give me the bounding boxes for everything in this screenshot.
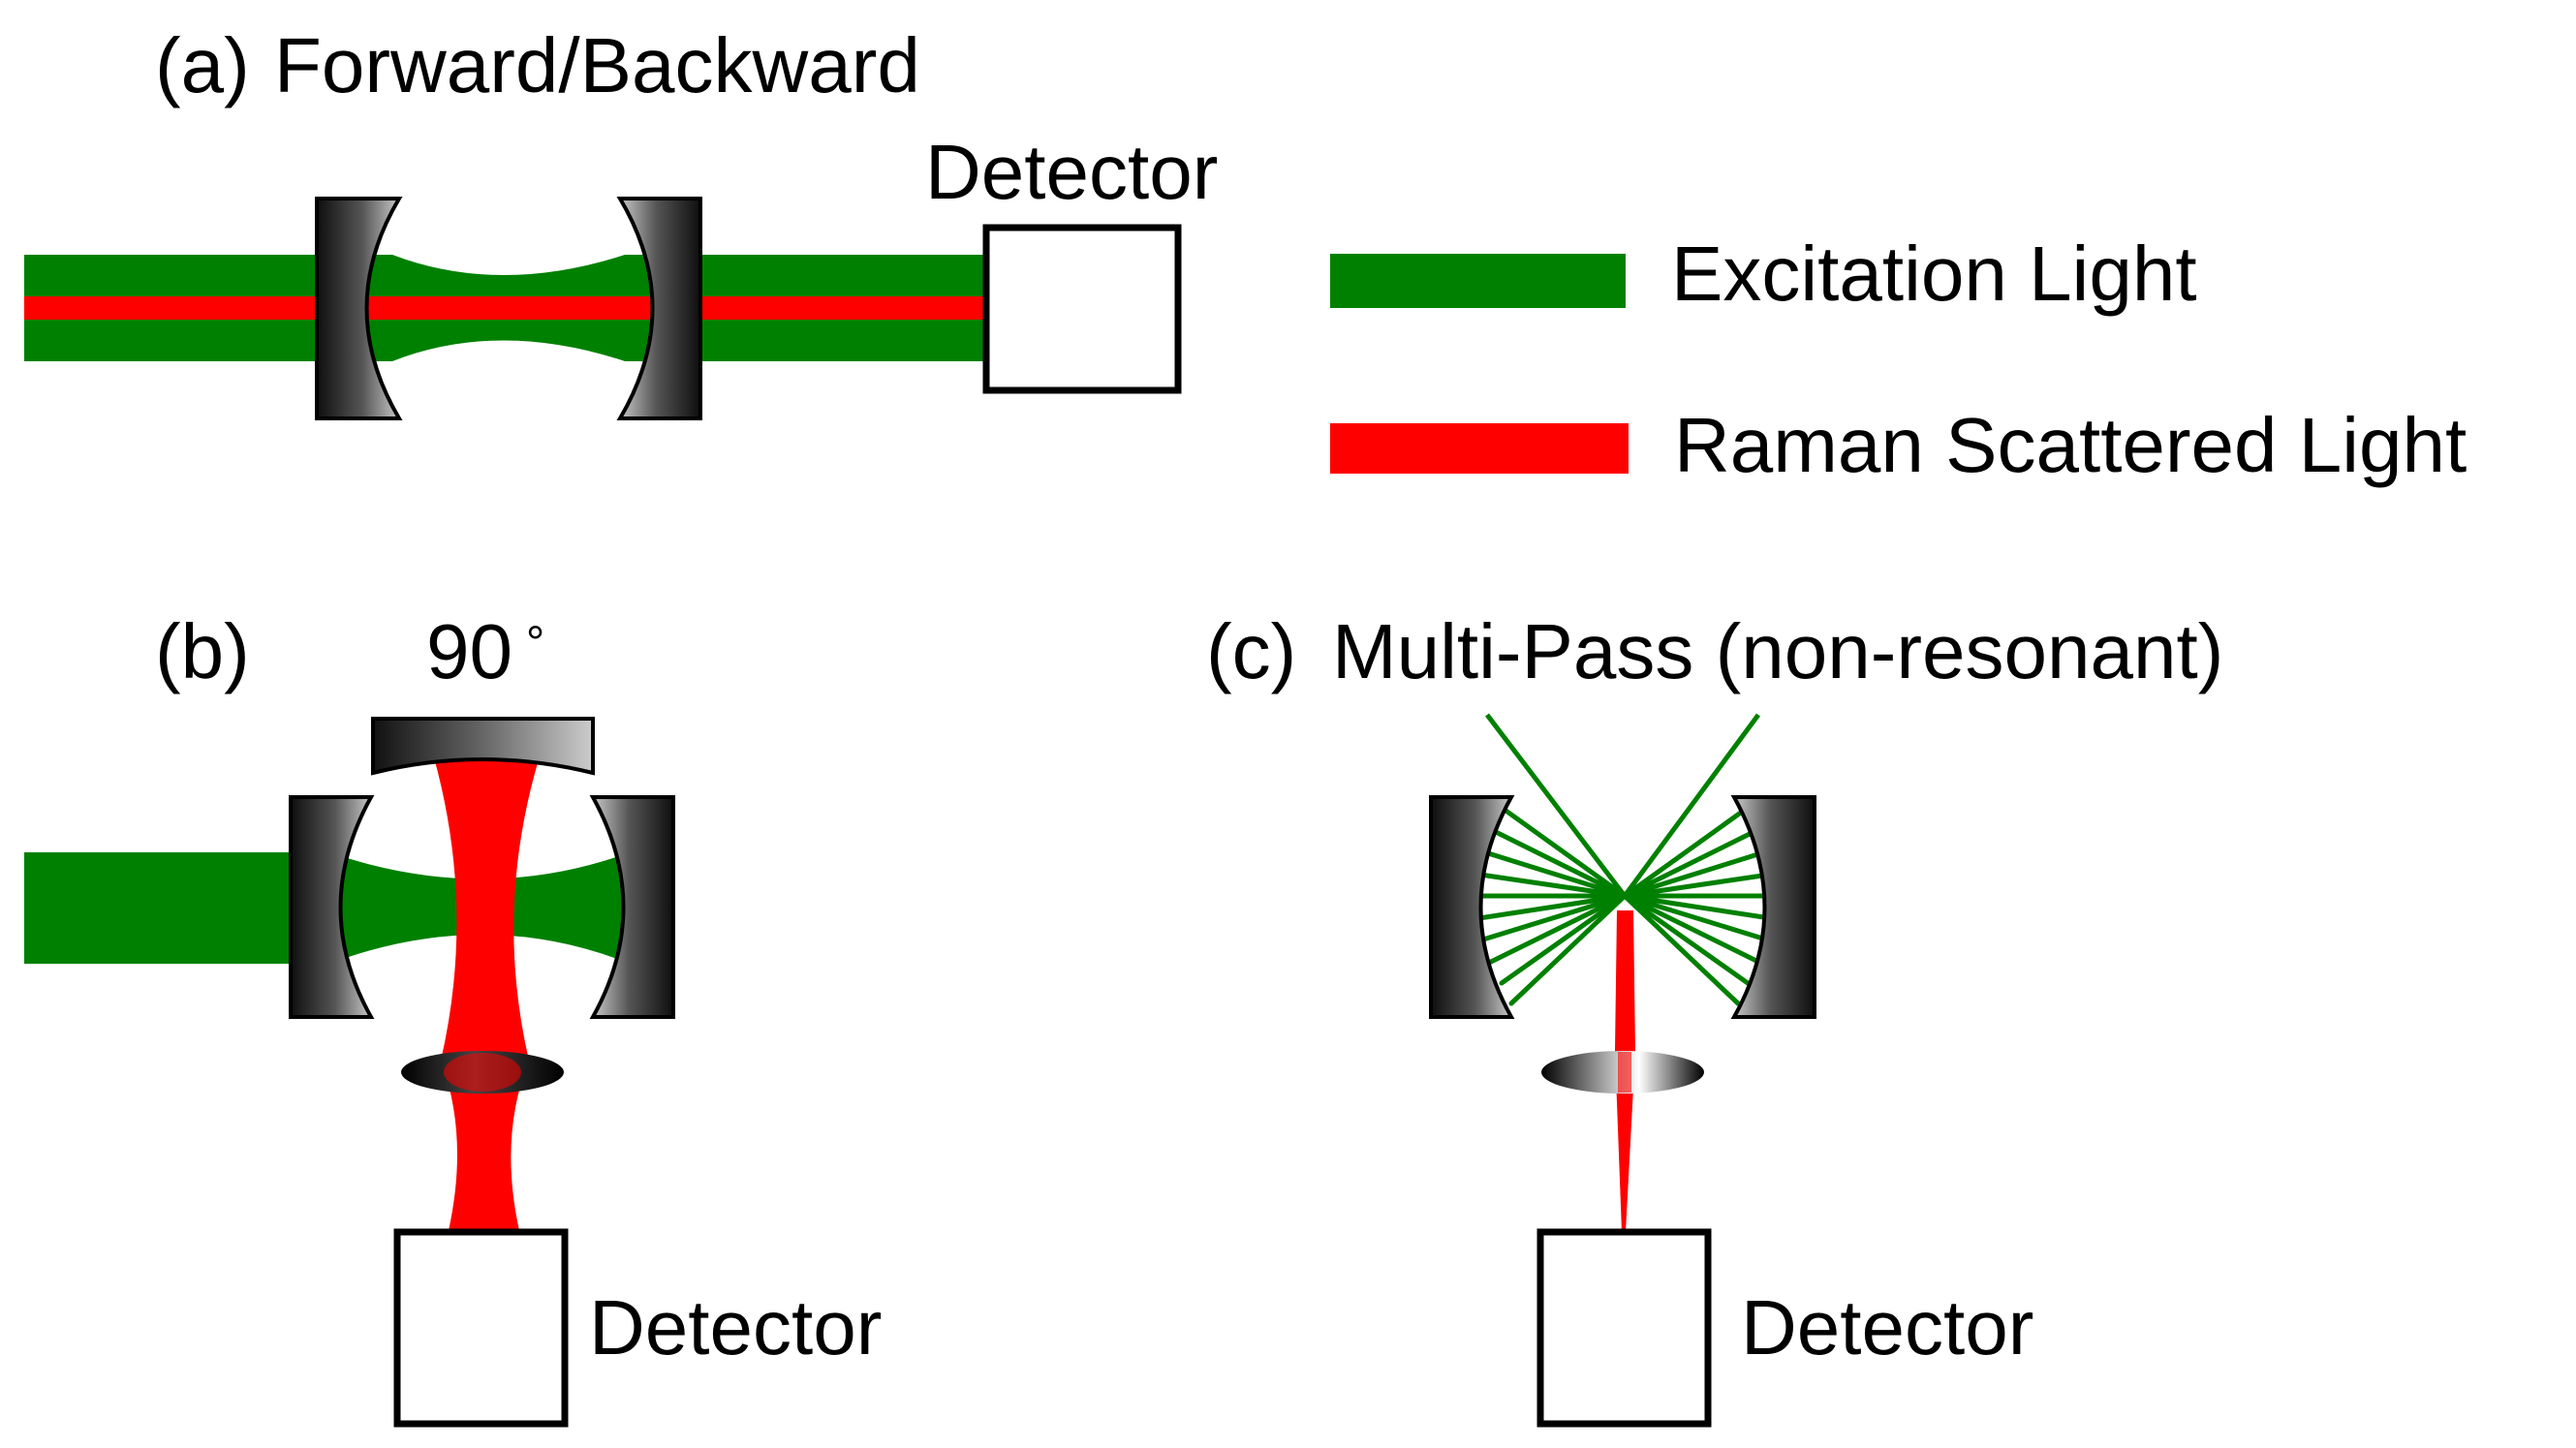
panel-c-output-beam bbox=[1622, 713, 1761, 898]
legend-excitation-swatch bbox=[1330, 254, 1626, 308]
panel-a-tag: (a) bbox=[155, 22, 250, 108]
panel-c-tag: (c) bbox=[1206, 608, 1296, 694]
panel-b-right-mirror bbox=[589, 795, 675, 1019]
panel-a-title: Forward/Backward bbox=[274, 22, 920, 108]
panel-b-left-mirror bbox=[289, 795, 375, 1019]
panel-c-right-mirror bbox=[1730, 795, 1816, 1019]
panel-a-left-mirror bbox=[315, 197, 403, 420]
panel-b-top-mirror bbox=[371, 717, 595, 776]
panel-a: (a) Forward/Backward Detector bbox=[24, 22, 1218, 420]
panel-a-detector-label: Detector bbox=[925, 129, 1218, 215]
panel-c-title: Multi-Pass (non-resonant) bbox=[1332, 608, 2223, 694]
panel-b-detector-box bbox=[393, 1228, 569, 1428]
panel-b-detector-label: Detector bbox=[589, 1284, 882, 1371]
panel-c-lens-raman-overlay bbox=[1618, 1052, 1631, 1093]
legend-raman-swatch bbox=[1330, 423, 1629, 474]
panel-c: (c) Multi-Pass (non-resonant) bbox=[1206, 608, 2223, 1428]
legend: Excitation Light Raman Scattered Light bbox=[1330, 231, 2467, 488]
panel-b-degree-symbol: ° bbox=[526, 618, 544, 669]
panel-c-detector-label: Detector bbox=[1741, 1284, 2033, 1371]
panel-b-tag: (b) bbox=[155, 608, 250, 694]
panel-a-right-mirror bbox=[616, 197, 702, 420]
panel-c-left-mirror bbox=[1429, 795, 1515, 1019]
panel-c-input-beam bbox=[1485, 713, 1627, 898]
panel-b: (b) 90 ° Detector bbox=[24, 608, 882, 1428]
panel-b-raman-beam bbox=[429, 741, 544, 1235]
legend-excitation-label: Excitation Light bbox=[1671, 231, 2197, 317]
panel-a-detector-box bbox=[982, 224, 1182, 394]
panel-c-multipass-rays bbox=[1474, 807, 1775, 1006]
panel-a-raman-beam bbox=[24, 296, 988, 320]
panel-c-detector-box bbox=[1536, 1228, 1712, 1428]
panel-b-lens-glow bbox=[444, 1053, 521, 1092]
legend-raman-label: Raman Scattered Light bbox=[1674, 402, 2467, 488]
panel-b-angle: 90 bbox=[426, 608, 512, 694]
